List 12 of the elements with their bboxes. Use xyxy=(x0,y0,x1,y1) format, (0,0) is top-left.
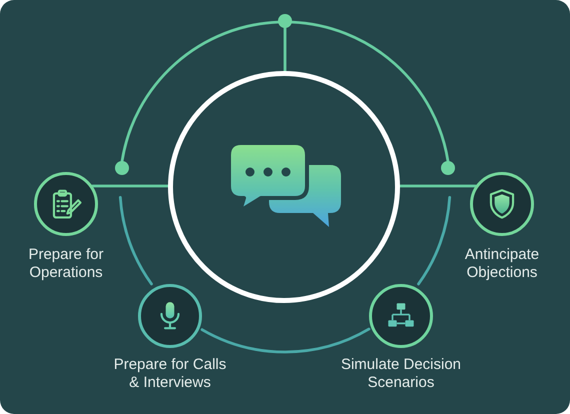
step-label: Simulate Decision Scenarios xyxy=(340,356,462,392)
ring-arc xyxy=(200,328,370,354)
step-label: Prepare for Operations xyxy=(27,246,105,282)
ring-arc xyxy=(118,196,153,286)
connector-line xyxy=(398,184,477,188)
step-label: Antincipate Objections xyxy=(464,246,540,282)
ring-arc xyxy=(290,20,450,162)
step-label: Prepare for Calls & Interviews xyxy=(112,356,228,392)
ring-arc xyxy=(417,196,452,286)
connector-line xyxy=(284,26,286,72)
ring-arc xyxy=(120,20,280,162)
connector-line xyxy=(91,184,170,188)
